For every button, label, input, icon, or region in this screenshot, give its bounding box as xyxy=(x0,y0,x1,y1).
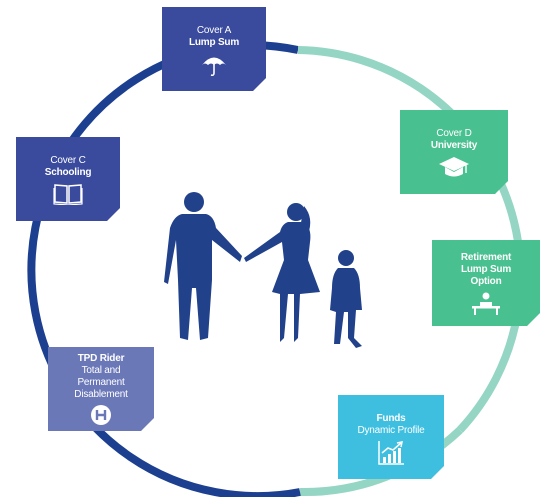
tpd-desc-3: Disablement xyxy=(74,389,128,400)
retirement-title: Retirement xyxy=(460,252,512,263)
book-icon xyxy=(53,183,83,205)
retirement-title-2: Lump Sum xyxy=(460,264,512,275)
funds-card[interactable]: Funds Dynamic Profile xyxy=(338,395,444,479)
tpd-title: TPD Rider xyxy=(77,353,125,364)
cover-a-title: Lump Sum xyxy=(188,37,240,48)
tpd-rider-card[interactable]: TPD Rider Total and Permanent Disablemen… xyxy=(48,347,154,431)
cover-c-title: Schooling xyxy=(44,167,92,178)
cover-a-card[interactable]: Cover A Lump Sum xyxy=(162,7,266,91)
person-at-desk-icon xyxy=(471,292,501,316)
growth-chart-icon xyxy=(377,440,405,466)
funds-subtitle: Dynamic Profile xyxy=(357,425,425,436)
funds-title: Funds xyxy=(376,413,406,424)
cover-c-card[interactable]: Cover C Schooling xyxy=(16,137,120,221)
family-silhouette xyxy=(164,192,362,348)
cover-d-title: University xyxy=(430,140,478,151)
retirement-card[interactable]: Retirement Lump Sum Option xyxy=(432,240,540,326)
graduation-cap-icon xyxy=(438,156,470,180)
tpd-desc-2: Permanent xyxy=(77,377,125,388)
cover-c-label: Cover C xyxy=(50,155,86,166)
cover-a-label: Cover A xyxy=(196,25,232,36)
tpd-desc-1: Total and xyxy=(81,365,121,376)
retirement-title-3: Option xyxy=(470,276,502,287)
umbrella-icon xyxy=(201,54,227,78)
cover-d-card[interactable]: Cover D University xyxy=(400,110,508,194)
hospital-h-icon xyxy=(90,404,112,426)
cover-d-label: Cover D xyxy=(436,128,472,139)
